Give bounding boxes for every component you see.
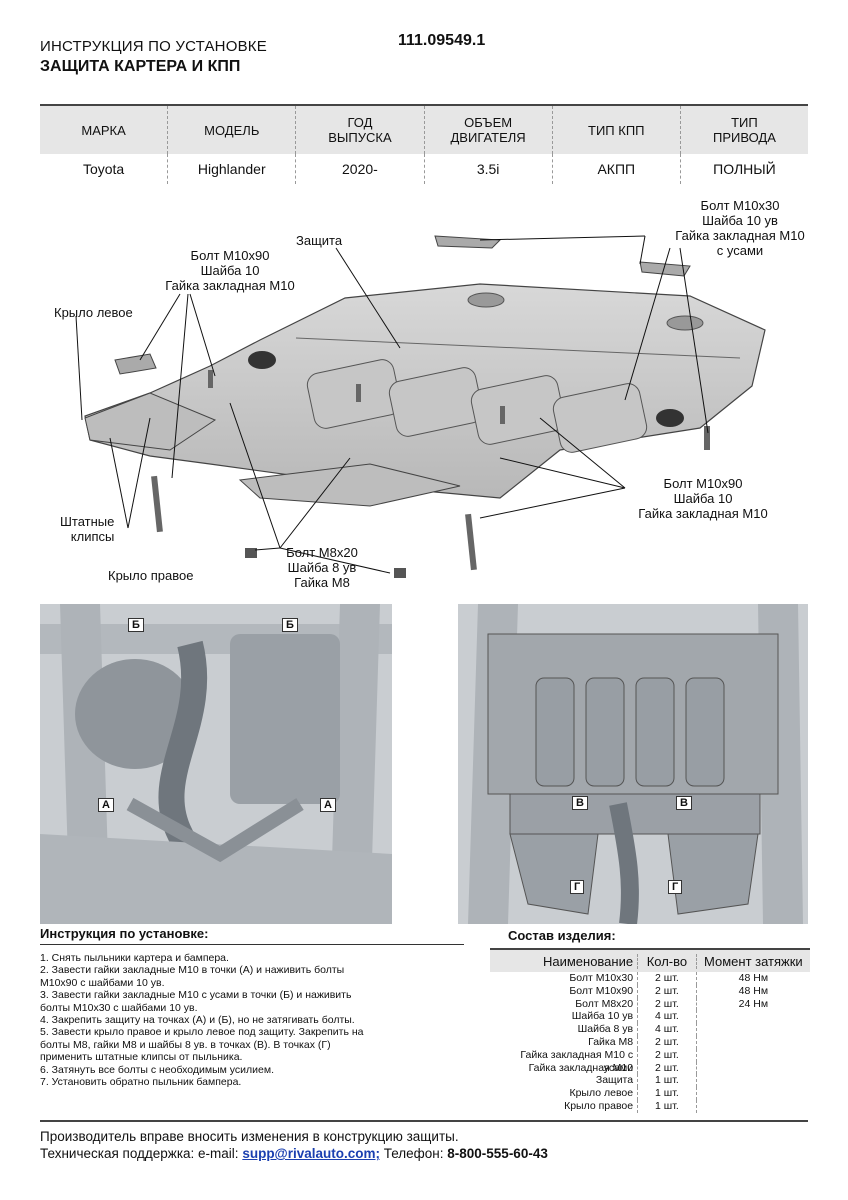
instruction-line: 3. Завести гайки закладные М10 с усами в… [40, 989, 352, 1002]
marker-v-right: В [676, 796, 692, 810]
instruction-line: 1. Снять пыльники картера и бампера. [40, 952, 229, 964]
instructions-list: 1. Снять пыльники картера и бампера. 2. … [40, 952, 460, 1088]
instruction-line: 6. Затянуть все болты с необходимым усил… [40, 1063, 275, 1076]
doc-subtitle: ЗАЩИТА КАРТЕРА И КПП [40, 58, 241, 75]
composition-header-row: Наименование Кол-во Момент затяжки [490, 948, 810, 972]
wing-right-shape [238, 463, 461, 507]
spec-model: Highlander [168, 154, 297, 184]
marker-a-right: А [320, 798, 336, 812]
marker-b-right: Б [282, 618, 298, 632]
footer-divider [40, 1120, 808, 1122]
col-torque-header: Момент затяжки [704, 953, 803, 969]
wing-left-shape [84, 392, 217, 451]
article-code: 111.09549.1 [398, 32, 486, 49]
spec-header-cell: МАРКА [40, 106, 169, 154]
label-wing-right: Крыло правое [108, 568, 194, 583]
spec-year: 2020- [296, 154, 425, 184]
spec-gearbox: АКПП [553, 154, 681, 184]
instructions-divider [40, 944, 464, 945]
label-skid-plate: Защита [296, 233, 343, 248]
support-email-link[interactable]: supp@rivalauto.com; [242, 1146, 380, 1161]
photo-underbody-before: Б Б А А [40, 604, 392, 924]
label-wing-left: Крыло левое [54, 305, 133, 320]
support-phone: 8-800-555-60-43 [447, 1146, 548, 1161]
spec-engine: 3.5i [425, 154, 553, 184]
instruction-line: болты М8, гайки М8 и шайбы 8 ув. в точка… [40, 1038, 331, 1051]
instruction-line: 5. Завести крыло правое и крыло левое по… [40, 1026, 364, 1039]
instruction-line: М10х90 с шайбами 10 ув. [40, 976, 165, 989]
composition-title: Состав изделия: [508, 928, 616, 943]
footer-disclaimer: Производитель вправе вносить изменения в… [40, 1129, 459, 1144]
footer-support: Техническая поддержка: e-mail: supp@riva… [40, 1146, 548, 1161]
exploded-diagram [75, 235, 766, 578]
doc-title: ИНСТРУКЦИЯ ПО УСТАНОВКЕ [40, 38, 267, 55]
spec-brand: Toyota [40, 154, 169, 184]
marker-b-left: Б [128, 618, 144, 632]
spec-header-cell: ТИП КПП [553, 106, 681, 154]
photo-underbody-after: В В Г Г [458, 604, 808, 924]
col-name-header: Наименование [542, 953, 634, 969]
spec-header-cell: МОДЕЛЬ [168, 106, 297, 154]
instruction-line: применить штатные клипсы от пыльника. [40, 1051, 243, 1064]
instructions-title: Инструкция по установке: [40, 926, 209, 941]
instruction-line: болты М10х30 с шайбами 10 ув. [40, 1001, 198, 1014]
col-qty-header: Кол-во [637, 953, 697, 969]
instruction-line: 2. Завести гайки закладные М10 в точки (… [40, 964, 345, 977]
instruction-line: 4. Закрепить защиту на точках (А) и (Б),… [40, 1014, 355, 1027]
spec-drive: ПОЛНЫЙ [713, 160, 776, 177]
spec-value-row: Toyota Highlander 2020- 3.5i АКПП ПОЛНЫЙ [40, 154, 808, 184]
composition-table: Наименование Кол-во Момент затяжки Болт … [490, 948, 810, 1113]
marker-a-left: А [98, 798, 114, 812]
marker-g-right: Г [668, 880, 683, 894]
instruction-line: 7. Установить обратно пыльник бампера. [40, 1076, 242, 1089]
marker-g-left: Г [570, 880, 585, 894]
marker-v-left: В [572, 796, 588, 810]
